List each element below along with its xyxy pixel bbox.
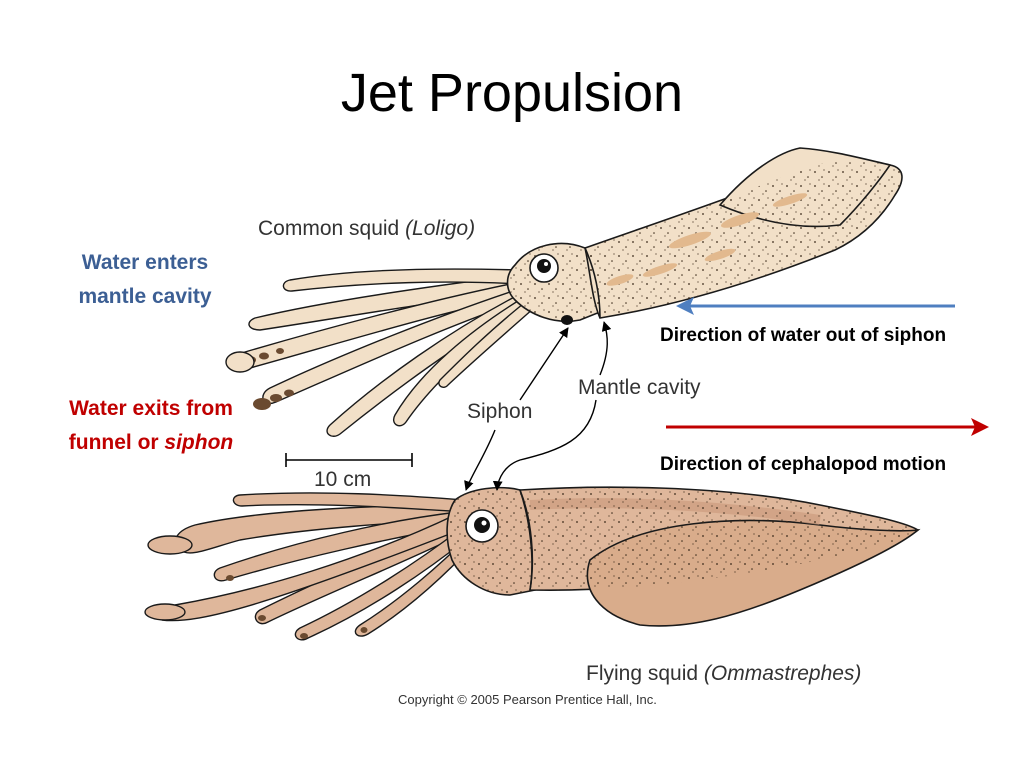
water-out-arrow — [676, 297, 955, 315]
scale-bar — [285, 453, 413, 467]
mantle-cavity-label: Mantle cavity — [578, 376, 701, 399]
water-out-direction-label: Direction of water out of siphon — [660, 325, 947, 346]
water-exits-annotation: Water exits from funnel or siphon — [68, 397, 234, 454]
siphon-pointers — [464, 321, 612, 491]
flying-squid-drawing — [144, 486, 921, 641]
flying-squid-genus: (Ommastrephes) — [703, 662, 862, 685]
copyright: Copyright © 2005 Pearson Prentice Hall, … — [398, 692, 657, 707]
common-squid-streaks — [606, 193, 808, 286]
flying-squid-label: Flying squid (Ommastrephes) — [586, 662, 862, 685]
common-squid-genus: (Loligo) — [405, 217, 476, 240]
scale-label: 10 cm — [314, 468, 372, 491]
motion-direction-label: Direction of cephalopod motion — [660, 454, 947, 475]
siphon-label: Siphon — [467, 400, 533, 423]
motion-arrow — [666, 418, 989, 436]
common-squid-siphon — [561, 315, 573, 325]
slide-title: Jet Propulsion — [340, 63, 684, 123]
flying-squid-tentacles — [156, 492, 477, 641]
water-enters-annotation: Water enters mantle cavity — [78, 251, 212, 308]
common-squid-tentacles — [235, 268, 535, 437]
common-squid-label: Common squid (Loligo) — [258, 217, 476, 240]
common-squid-drawing — [225, 147, 903, 437]
